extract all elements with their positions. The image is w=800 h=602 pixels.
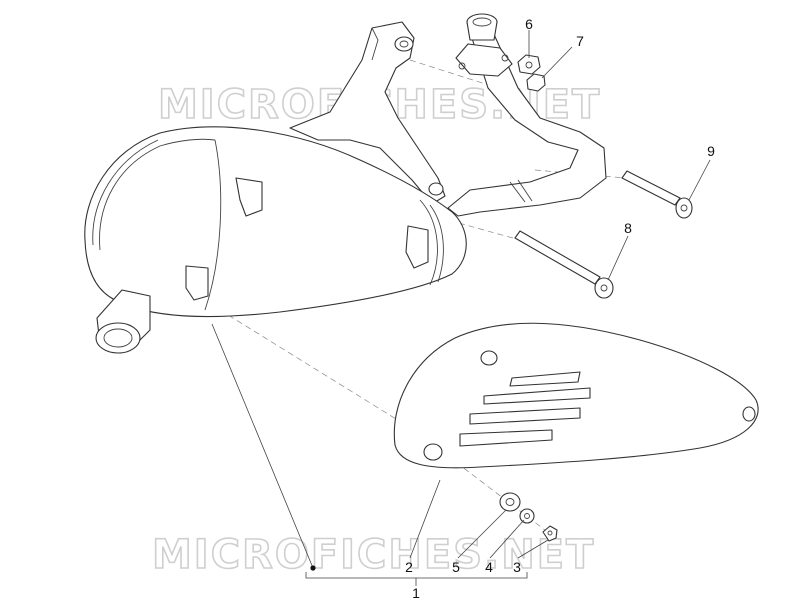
leader-5 xyxy=(457,509,507,559)
callout-3: 3 xyxy=(513,559,521,575)
exhaust-header-pipe xyxy=(447,13,607,217)
leader-dot xyxy=(310,565,316,571)
callout-2: 2 xyxy=(405,559,413,575)
callout-1: 1 xyxy=(412,585,420,601)
callout-4: 4 xyxy=(485,559,493,575)
leader-main xyxy=(211,323,314,569)
screw-part-3 xyxy=(542,525,558,542)
leader-2 xyxy=(409,479,441,559)
leader-3 xyxy=(517,539,549,559)
muffler-body xyxy=(84,126,467,354)
rubber-washer-part-5 xyxy=(499,492,521,512)
callout-8: 8 xyxy=(624,220,632,236)
callout-6: 6 xyxy=(525,16,533,32)
washer-part-4 xyxy=(519,508,535,524)
bolt-part-8 xyxy=(514,230,614,299)
leader-7 xyxy=(541,46,573,79)
bolt-part-9 xyxy=(621,170,693,219)
nut-part-6 xyxy=(517,54,541,75)
watermark-bottom: MICROFICHES.NET xyxy=(152,532,595,578)
callout-7: 7 xyxy=(576,33,584,49)
callout-5: 5 xyxy=(452,559,460,575)
mounting-bracket xyxy=(289,21,446,205)
group-bracket xyxy=(305,572,528,579)
heat-shield xyxy=(393,322,759,469)
washer-part-7 xyxy=(526,73,546,92)
callout-9: 9 xyxy=(707,143,715,159)
leader-9 xyxy=(688,159,711,201)
leader-4 xyxy=(489,519,525,559)
leader-8 xyxy=(607,235,629,281)
